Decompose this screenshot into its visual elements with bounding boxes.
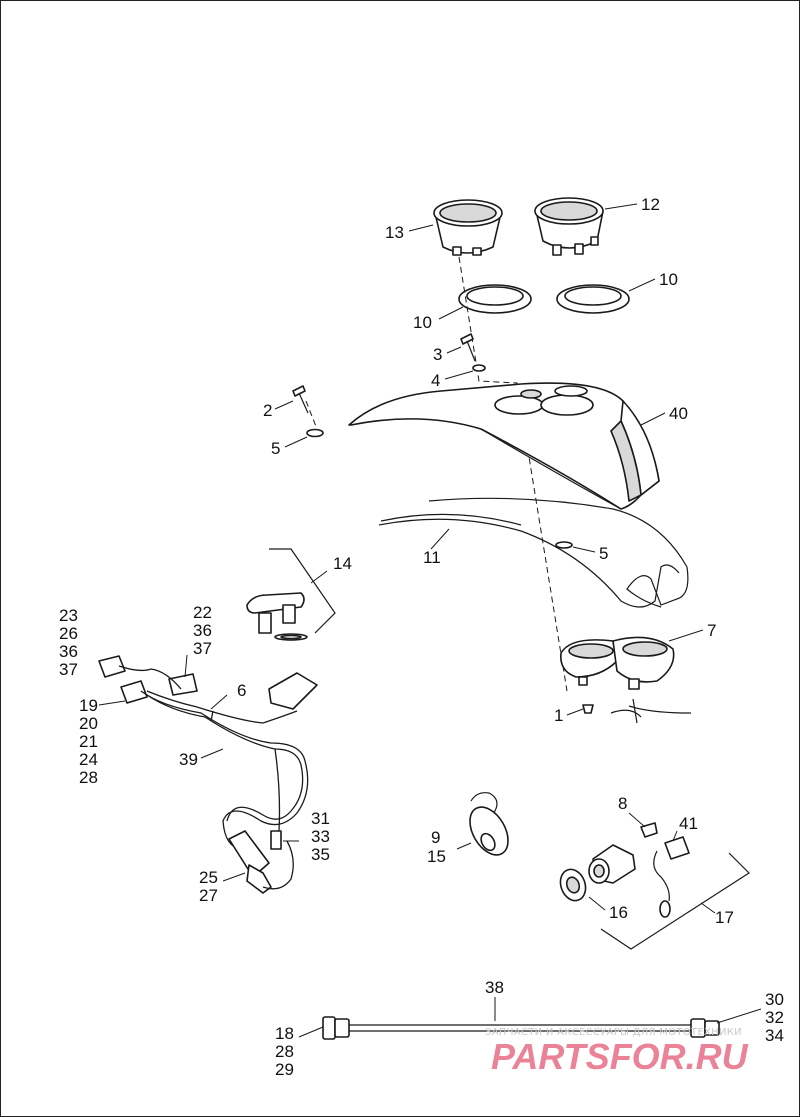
switch-kit-17 [600,852,750,950]
extension-cable-38 [322,1016,720,1040]
screw-3 [460,333,476,362]
watermark: ЗАПЧАСТИ И АКСЕССУАРЫ ДЛЯ МОТОТЕХНИКИ PA… [485,1027,749,1077]
callout-13: 13 [385,223,404,242]
callout-39: 39 [179,750,198,769]
callout-4: 4 [431,371,440,390]
callout-41: 41 [679,814,698,833]
callout-11: 11 [423,548,441,567]
callout-5-upper: 5 [271,439,280,458]
callout-40: 40 [669,404,688,423]
lock-41 [653,836,690,918]
callout-36-a: 36 [59,642,78,661]
callout-38: 38 [485,978,504,997]
ignition-switch-16 [559,844,636,902]
callout-36-b: 36 [193,621,212,640]
callout-17: 17 [715,908,734,927]
callout-32: 32 [765,1008,784,1027]
callout-28-b: 28 [275,1042,294,1061]
callout-5-lower: 5 [599,544,608,563]
callout-31: 31 [311,809,330,828]
callout-37-b: 37 [193,639,212,658]
callout-3: 3 [433,345,442,364]
washer-5-lower [555,541,573,549]
callout-20: 20 [79,714,98,733]
callout-10-left: 10 [413,313,432,332]
callout-25: 25 [199,868,218,887]
gauge-ring-right-10 [556,284,630,314]
callout-35: 35 [311,845,330,864]
callout-9: 9 [431,828,440,847]
callout-24: 24 [79,750,98,769]
ignition-boot-9 [469,792,509,856]
callout-1: 1 [554,706,563,725]
callout-28-a: 28 [79,768,98,787]
wiring-harness-39 [98,655,318,894]
callout-8: 8 [618,794,627,813]
callout-21: 21 [79,732,98,751]
watermark-logo: PARTSFOR.RU [491,1036,749,1077]
callout-15: 15 [427,847,446,866]
callout-29: 29 [275,1060,294,1079]
gauge-ring-left-10 [458,284,532,314]
callout-numbers: 13 12 10 10 3 4 2 5 40 11 5 14 7 1 23 26… [59,195,784,1079]
callout-18: 18 [275,1024,294,1043]
console-40 [348,382,660,510]
gauge-housing-7 [559,636,692,724]
callout-30: 30 [765,990,784,1009]
switch-kit-14 [246,548,336,641]
callout-27: 27 [199,886,218,905]
callout-22: 22 [193,603,212,622]
callout-33: 33 [311,827,330,846]
callout-10-right: 10 [659,270,678,289]
gasket-11 [378,497,689,608]
gauge-right-12 [534,197,604,256]
callout-2: 2 [263,401,272,420]
washer-5-upper [306,428,324,438]
callout-34: 34 [765,1026,784,1045]
callout-7: 7 [707,621,716,640]
leader-lines [98,203,762,1038]
callout-12: 12 [641,195,660,214]
callout-16: 16 [609,903,628,922]
callout-19: 19 [79,696,98,715]
screw-1 [582,704,594,714]
washer-4 [472,364,486,372]
gauge-left-13 [433,199,503,256]
watermark-tagline: ЗАПЧАСТИ И АКСЕССУАРЫ ДЛЯ МОТОТЕХНИКИ [485,1027,742,1038]
callout-37-a: 37 [59,660,78,679]
callout-23: 23 [59,606,78,625]
callout-14: 14 [333,554,352,573]
callout-26: 26 [59,624,78,643]
callout-6: 6 [237,681,246,700]
screw-2 [292,385,309,414]
